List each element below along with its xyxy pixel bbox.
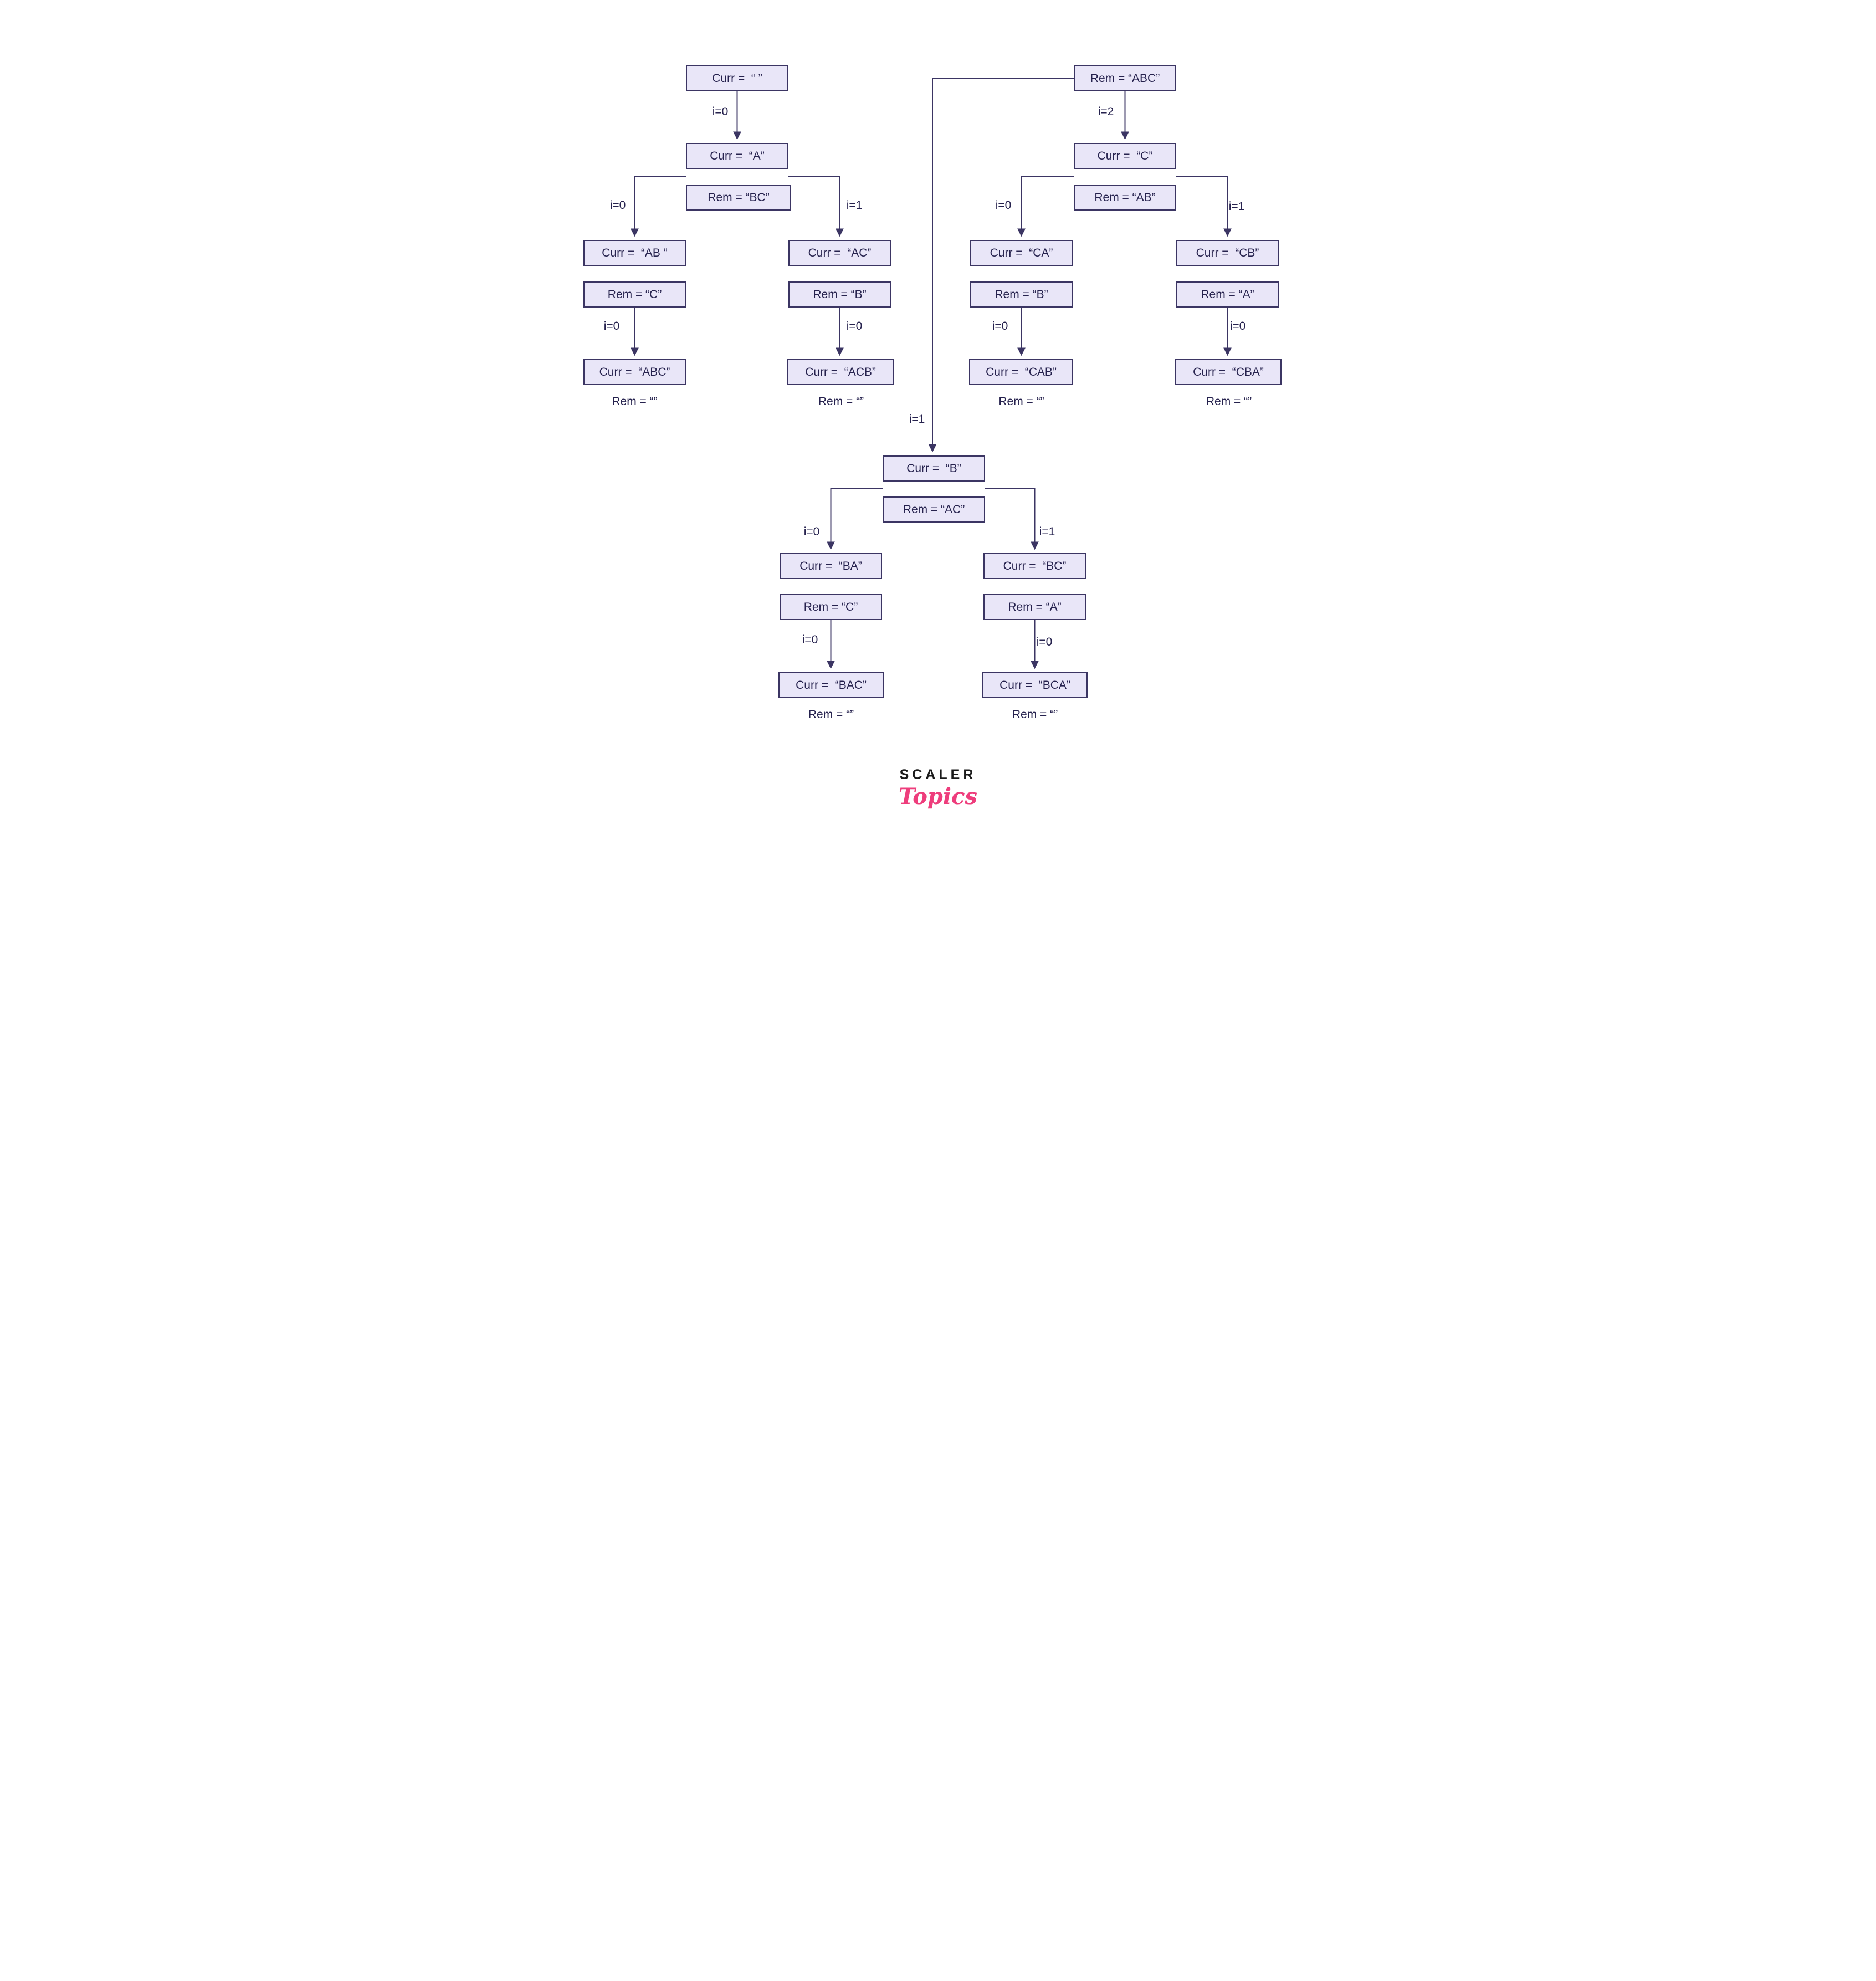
node-curr-abc: Curr = “ABC” <box>583 359 686 385</box>
tree-arrows <box>631 78 1232 669</box>
edge-label-c-to-ca: i=0 <box>995 199 1012 212</box>
edge-label-ac-to-acb: i=0 <box>846 320 863 332</box>
scaler-topics-logo-text: Topics <box>899 784 977 810</box>
node-curr-ba: Curr = “BA” <box>780 553 882 579</box>
permutation-tree-diagram: Curr = “ ” Curr = “A” Rem = “BC” Curr = … <box>522 0 1354 878</box>
text-rem-empty-bca: Rem = “” <box>1012 708 1058 721</box>
edge-label-bc-to-bca: i=0 <box>1036 636 1053 648</box>
node-curr-c: Curr = “C” <box>1074 143 1176 169</box>
edge-label-c-to-cb: i=1 <box>1228 200 1245 213</box>
edge-label-a-to-ac: i=1 <box>846 199 863 212</box>
node-rem-a-right: Rem = “A” <box>1176 281 1279 308</box>
node-curr-ca: Curr = “CA” <box>970 240 1073 266</box>
node-rem-b-left: Rem = “B” <box>788 281 891 308</box>
node-curr-cba: Curr = “CBA” <box>1175 359 1282 385</box>
text-rem-empty-cab: Rem = “” <box>998 395 1044 408</box>
node-rem-abc-root: Rem = “ABC” <box>1074 65 1176 91</box>
node-curr-acb: Curr = “ACB” <box>787 359 894 385</box>
edge-label-ab-to-abc: i=0 <box>603 320 620 332</box>
text-rem-empty-cba: Rem = “” <box>1206 395 1252 408</box>
edge-label-ca-to-cab: i=0 <box>992 320 1008 332</box>
node-curr-cab: Curr = “CAB” <box>969 359 1073 385</box>
node-rem-a-middle: Rem = “A” <box>983 594 1086 620</box>
text-rem-empty-acb: Rem = “” <box>818 395 864 408</box>
node-rem-c-left: Rem = “C” <box>583 281 686 308</box>
edge-label-b-to-ba: i=0 <box>803 525 820 538</box>
node-curr-ac: Curr = “AC” <box>788 240 891 266</box>
text-rem-empty-bac: Rem = “” <box>808 708 854 721</box>
node-rem-bc: Rem = “BC” <box>686 185 791 211</box>
node-rem-ab: Rem = “AB” <box>1074 185 1176 211</box>
edge-label-b-to-bc: i=1 <box>1039 525 1055 538</box>
text-rem-empty-abc: Rem = “” <box>612 395 658 408</box>
node-curr-a: Curr = “A” <box>686 143 788 169</box>
node-curr-cb: Curr = “CB” <box>1176 240 1279 266</box>
edge-label-a-to-ab: i=0 <box>609 199 626 212</box>
node-rem-ac: Rem = “AC” <box>883 496 985 523</box>
node-curr-ab: Curr = “AB ” <box>583 240 686 266</box>
edge-label-ba-to-bac: i=0 <box>802 633 818 646</box>
node-rem-c-middle: Rem = “C” <box>780 594 882 620</box>
node-curr-b: Curr = “B” <box>883 455 985 482</box>
node-curr-bc: Curr = “BC” <box>983 553 1086 579</box>
scaler-logo-text: SCALER <box>899 767 977 782</box>
node-rem-b-right: Rem = “B” <box>970 281 1073 308</box>
edge-label-root-to-c: i=2 <box>1098 105 1114 118</box>
edge-label-cb-to-cba: i=0 <box>1229 320 1246 332</box>
edge-label-root-to-b: i=1 <box>909 413 925 426</box>
edge-label-root-to-a: i=0 <box>712 105 729 118</box>
node-curr-empty: Curr = “ ” <box>686 65 788 91</box>
node-curr-bac: Curr = “BAC” <box>778 672 884 698</box>
node-curr-bca: Curr = “BCA” <box>982 672 1088 698</box>
